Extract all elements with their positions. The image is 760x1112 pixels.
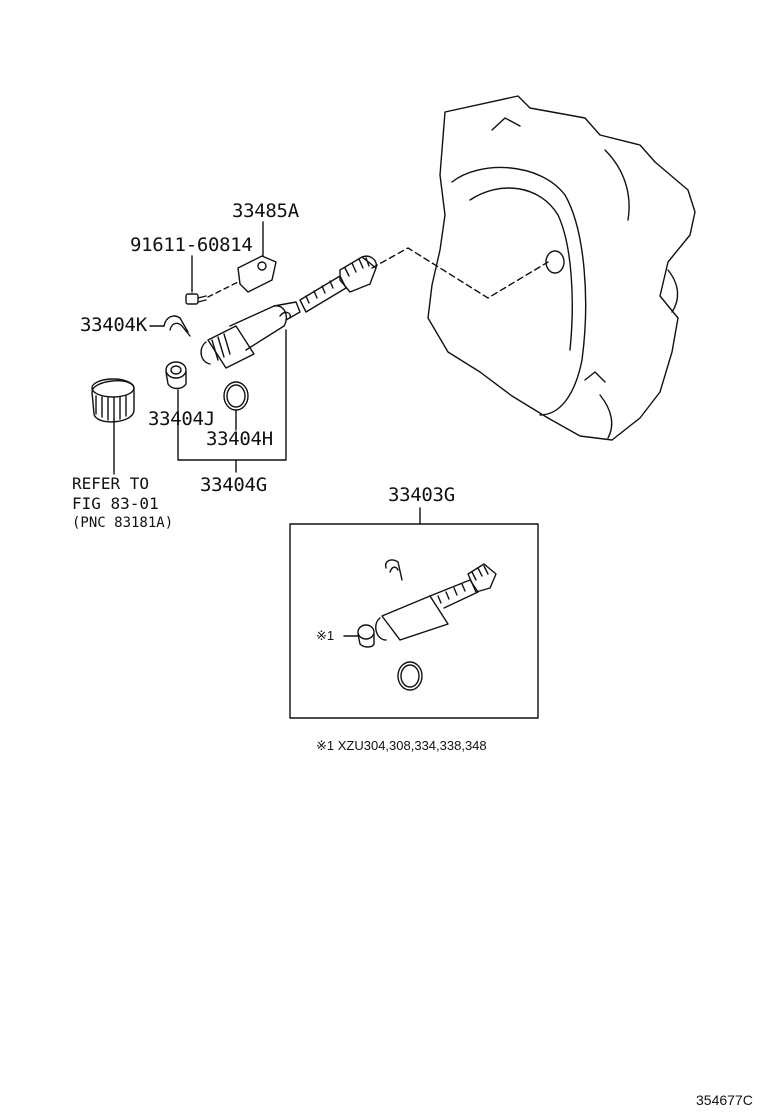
- retaining-clip: [164, 316, 190, 336]
- driven-gear-shaft: [300, 256, 376, 312]
- kit-clip: [386, 560, 402, 580]
- kit-box: [290, 524, 538, 718]
- o-ring: [224, 382, 248, 410]
- transmission-housing: [428, 96, 695, 440]
- cap: [166, 362, 186, 389]
- callout-91611-60814: 91611-60814: [130, 234, 253, 256]
- figure-code: 354677C: [696, 1092, 753, 1108]
- callout-33403G: 33403G: [388, 484, 455, 506]
- refer-line-2: FIG 83-01: [72, 494, 159, 513]
- oil-filter: [92, 379, 134, 422]
- callout-33404G: 33404G: [200, 474, 267, 496]
- install-guide-line: [372, 248, 548, 298]
- kit-shaft-assembly: [376, 564, 496, 640]
- kit-cap: [358, 625, 374, 647]
- bolt: [186, 294, 206, 304]
- refer-line-1: REFER TO: [72, 474, 150, 493]
- callout-33485A: 33485A: [232, 200, 299, 222]
- driven-gear-sleeve: [201, 302, 300, 368]
- callout-33404K: 33404K: [80, 314, 147, 336]
- footnote: ※1 XZU304,308,334,338,348: [316, 738, 487, 753]
- callout-33404H: 33404H: [206, 428, 273, 450]
- kit-mark-label: ※1: [316, 628, 335, 643]
- callout-33404J: 33404J: [148, 408, 215, 430]
- lock-plate: [238, 256, 276, 292]
- kit-o-ring: [398, 662, 422, 690]
- refer-line-3: (PNC 83181A): [72, 515, 174, 531]
